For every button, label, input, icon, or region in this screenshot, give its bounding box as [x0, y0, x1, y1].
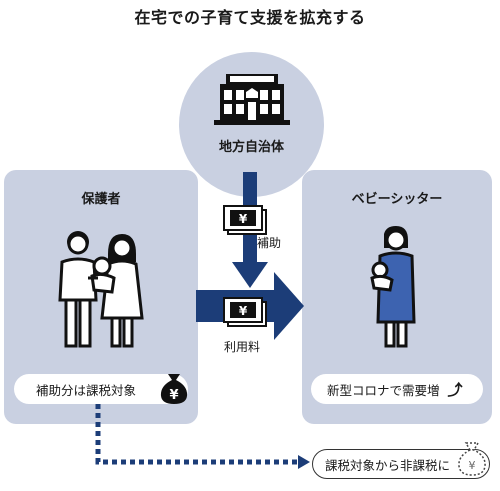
fee-label: 利用料: [224, 340, 261, 354]
guardian-note: 補助分は課税対象: [36, 382, 137, 398]
outcome-text: 課税対象から非課税に: [325, 457, 451, 473]
parents-with-baby-icon: [58, 231, 144, 348]
city-hall-icon: [214, 74, 290, 125]
guardian-note-pill: 補助分は課税対象: [14, 374, 188, 404]
babysitter-with-baby-icon: [370, 226, 416, 348]
svg-text:¥: ¥: [469, 459, 476, 472]
svg-text:¥: ¥: [239, 304, 248, 318]
diagram-title: 在宅での子育て支援を拡充する: [134, 8, 366, 27]
babysitter-label: ベビーシッター: [351, 192, 443, 207]
subsidy-label: 補助: [257, 236, 282, 250]
dashed-money-bag-icon: ¥: [458, 442, 486, 476]
money-bag-icon: ¥: [160, 374, 188, 404]
trend-up-icon: ⤴: [447, 380, 463, 399]
svg-text:¥: ¥: [169, 388, 178, 403]
dotted-connector: [95, 404, 310, 469]
yen-note-icon-subsidy: ¥: [223, 205, 267, 235]
guardian-label: 保護者: [81, 192, 121, 207]
yen-note-icon-fee: ¥: [223, 297, 267, 327]
babysitter-note-pill: 新型コロナで需要増 ⤴: [311, 374, 483, 404]
babysitter-note: 新型コロナで需要増: [327, 382, 440, 398]
municipality-label: 地方自治体: [218, 140, 284, 155]
yen-symbol: ¥: [239, 212, 248, 226]
